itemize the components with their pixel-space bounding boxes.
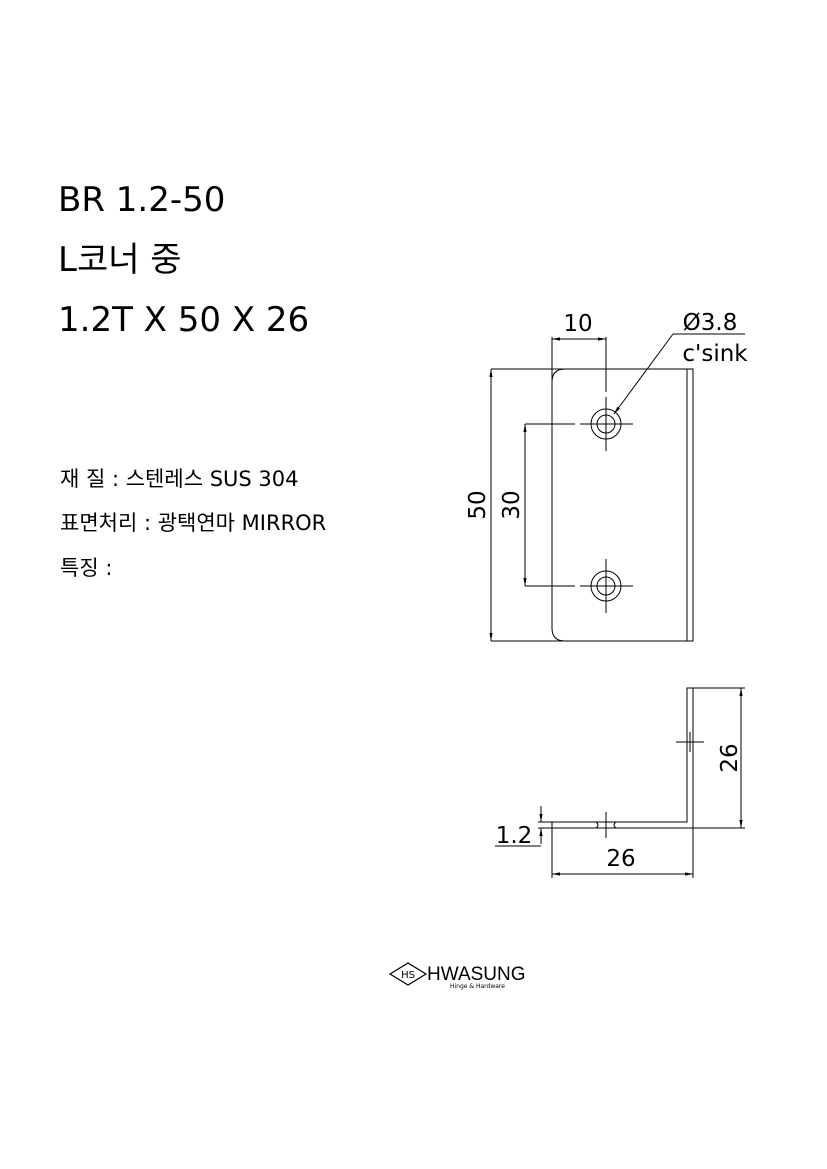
- logo-badge: HS: [401, 970, 415, 981]
- product-size: 1.2T X 50 X 26: [58, 300, 310, 340]
- spec-material: 재 질 : 스텐레스 SUS 304: [60, 467, 299, 491]
- front-view: [489, 333, 745, 642]
- logo-brand: HWASUNG: [427, 964, 526, 985]
- side-view: [495, 687, 745, 878]
- logo-tagline: Hinge & Hardware: [450, 983, 505, 990]
- spec-finish: 표면처리 : 광택연마 MIRROR: [60, 511, 327, 535]
- dim-height: 50: [465, 490, 491, 519]
- hwasung-logo: HS HWASUNG Hinge & Hardware: [388, 962, 526, 990]
- spec-features: 특징 :: [60, 556, 113, 580]
- dim-leg-height: 26: [717, 743, 743, 772]
- product-name: L코너 중: [58, 240, 182, 280]
- dim-leg-width: 26: [606, 846, 635, 872]
- dim-thickness: 1.2: [496, 823, 533, 849]
- product-code: BR 1.2-50: [58, 180, 226, 220]
- dim-hole-diameter: Ø3.8: [683, 310, 738, 336]
- hole-bottom: [580, 559, 633, 613]
- dim-hole-spacing: 30: [499, 490, 525, 519]
- dim-hole-offset: 10: [563, 311, 592, 337]
- hole-top: [580, 397, 633, 451]
- dim-hole-type: c'sink: [682, 341, 748, 367]
